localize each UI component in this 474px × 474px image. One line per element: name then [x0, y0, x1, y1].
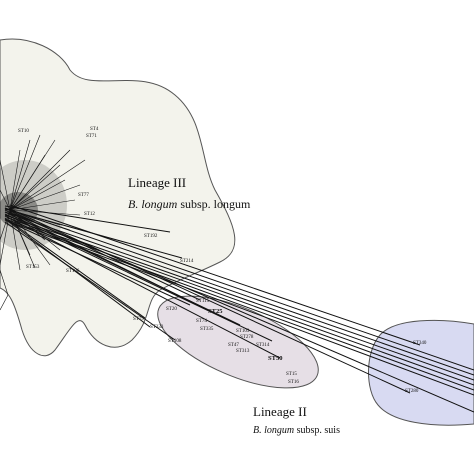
- st-label: ST12: [84, 212, 95, 217]
- st-label: ST115: [196, 299, 210, 304]
- st-label: ST79: [133, 317, 144, 322]
- network-edges: [4, 204, 474, 413]
- st-label: ST108: [168, 339, 182, 344]
- st-label: ST313: [236, 349, 250, 354]
- st-label: ST214: [180, 259, 194, 264]
- st-label: ST4: [90, 127, 99, 132]
- st-label: ST314: [256, 343, 270, 348]
- st-label: ST25: [208, 308, 223, 315]
- st-label: ST106: [66, 269, 80, 274]
- st-label: ST10: [18, 129, 29, 134]
- st-label: ST15: [286, 372, 297, 377]
- st-labels: ST10 ST4 ST71 ST77 ST12 ST192 ST214 ST10…: [18, 127, 427, 394]
- st-label: ST50: [268, 355, 282, 362]
- st-label: ST20: [166, 307, 177, 312]
- core-cluster-mass: [0, 160, 67, 250]
- st-label: ST333: [150, 325, 164, 330]
- st-label: ST278: [240, 335, 254, 340]
- core-cluster: [0, 134, 86, 311]
- lineage-i-region: [368, 319, 474, 426]
- core-cluster-center: [0, 192, 38, 228]
- st-label: ST280: [405, 389, 419, 394]
- st-label: ST16: [288, 380, 299, 385]
- st-label: ST77: [78, 193, 89, 198]
- st-label: ST192: [144, 234, 158, 239]
- lineage-iii-region: [0, 38, 236, 357]
- lineage-iii-species: B. longum subsp. longum: [128, 197, 251, 211]
- lineage-iii-title: Lineage III: [128, 175, 186, 190]
- st-label: ST153: [26, 265, 40, 270]
- lineage-ii-title: Lineage II: [253, 404, 307, 419]
- st-label: ST74: [196, 319, 207, 324]
- st-label: ST47: [228, 343, 239, 348]
- st-label: ST335: [200, 327, 214, 332]
- st-label: ST340: [413, 341, 427, 346]
- lineage-ii-species: B. longum subsp. suis: [253, 425, 340, 436]
- st-label: ST71: [86, 134, 97, 139]
- st-label: ST103: [236, 329, 250, 334]
- lineage-ii-region: [157, 295, 319, 389]
